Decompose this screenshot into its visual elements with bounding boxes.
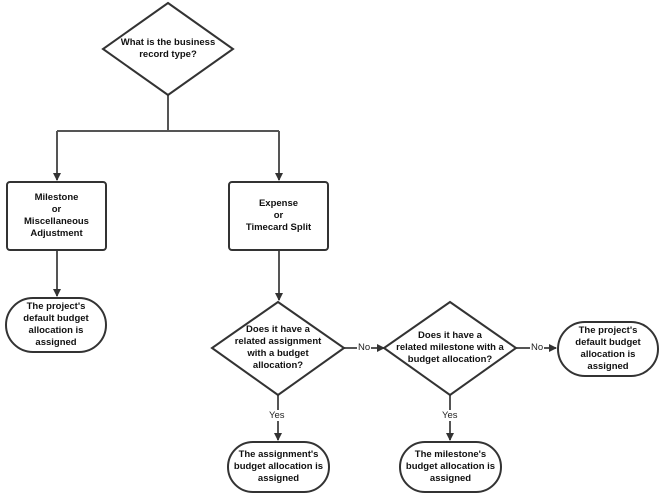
label-line: related milestone with a bbox=[396, 342, 504, 353]
edge-label-no-milestone: No bbox=[530, 342, 545, 353]
decision-milestone-shape bbox=[382, 300, 518, 397]
connectors bbox=[53, 95, 557, 441]
decision-assignment-shape bbox=[210, 300, 346, 397]
end-project-default-left-shape bbox=[5, 297, 107, 353]
label-line: assigned bbox=[429, 473, 472, 484]
label-line: assigned bbox=[587, 361, 629, 372]
label-line: The assignment's bbox=[238, 449, 319, 460]
label-line: Does it have a bbox=[246, 324, 310, 335]
label-line: Does it have a bbox=[418, 330, 482, 341]
decision-record-type-shape bbox=[101, 1, 235, 97]
label-line: or bbox=[51, 204, 62, 215]
label-line: Timecard Split bbox=[245, 222, 312, 233]
label-line: Adjustment bbox=[30, 228, 83, 239]
shapes bbox=[5, 1, 659, 493]
label-line: budget allocation? bbox=[407, 354, 493, 365]
label-line: The project's bbox=[26, 301, 86, 312]
label-line: assigned bbox=[257, 473, 300, 484]
label-line: budget allocation is bbox=[233, 461, 324, 472]
label-line: related assignment bbox=[234, 336, 322, 347]
label-line: Miscellaneous bbox=[24, 216, 89, 227]
label-line: allocation is bbox=[28, 325, 84, 336]
label-line: or bbox=[273, 210, 284, 221]
label-line: default budget bbox=[575, 337, 641, 348]
end-milestone-shape bbox=[399, 441, 502, 493]
edge-label-yes-milestone: Yes bbox=[441, 410, 459, 421]
label-line: What is the business bbox=[120, 37, 216, 48]
label-line: The milestone's bbox=[414, 449, 487, 460]
label-line: default budget bbox=[23, 313, 89, 324]
end-assignment-shape bbox=[227, 441, 330, 493]
label-line: Milestone bbox=[34, 192, 79, 203]
expense-box-shape bbox=[228, 181, 329, 251]
label-line: with a budget bbox=[247, 348, 309, 359]
end-project-default-right-shape bbox=[557, 321, 659, 377]
edge-label-yes-assignment: Yes bbox=[268, 410, 286, 421]
label-line: The project's bbox=[578, 325, 638, 336]
milestone-box-shape bbox=[6, 181, 107, 251]
label-line: record type? bbox=[139, 49, 197, 60]
label-line: Expense bbox=[258, 198, 299, 209]
label-line: allocation is bbox=[580, 349, 636, 360]
edge-label-no-assignment: No bbox=[357, 342, 372, 353]
label-line: assigned bbox=[35, 337, 77, 348]
label-line: allocation? bbox=[252, 360, 304, 371]
label-line: budget allocation is bbox=[405, 461, 496, 472]
